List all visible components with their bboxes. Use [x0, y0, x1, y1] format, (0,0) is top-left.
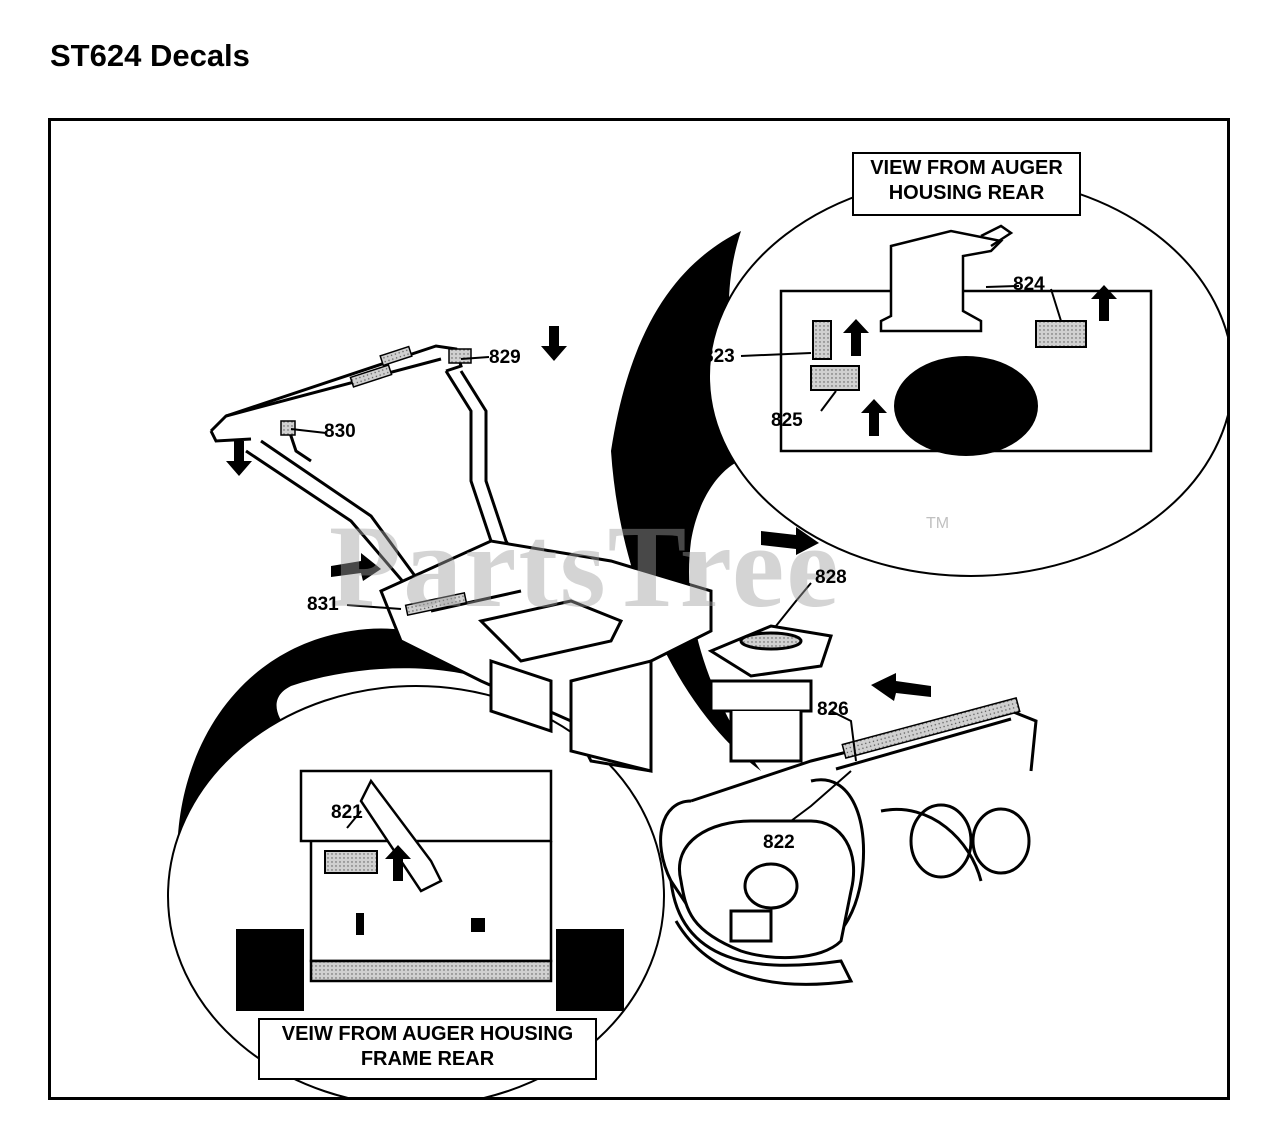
detail-lower-content — [299, 769, 553, 983]
view-label-auger-housing-rear: VIEW FROM AUGER HOUSING REAR — [852, 152, 1081, 216]
main-arrows — [226, 326, 931, 701]
watermark: PartsTree — [329, 501, 841, 632]
callout-821[interactable]: 821 — [331, 802, 363, 823]
diagram-frame: PartsTree TM VIEW FROM AUGER HOUSING REA… — [48, 118, 1230, 1100]
detail-upper-decals — [810, 320, 1087, 391]
callout-823[interactable]: 823 — [703, 346, 735, 367]
callout-826[interactable]: 826 — [817, 699, 849, 720]
magnifier-swoosh-right — [611, 231, 781, 771]
callout-830[interactable]: 830 — [324, 421, 356, 442]
magnifier-swoosh-left — [177, 628, 492, 901]
callout-829[interactable]: 829 — [489, 347, 521, 368]
detail-upper-leaders — [740, 285, 1062, 412]
discharge-chute — [707, 624, 833, 763]
view-label-auger-housing-frame-rear: VEIW FROM AUGER HOUSING FRAME REAR — [258, 1018, 597, 1080]
watermark-trademark: TM — [926, 515, 950, 532]
page-title: ST624 Decals — [50, 38, 250, 73]
callout-828[interactable]: 828 — [815, 567, 847, 588]
wheel-left — [236, 929, 304, 1011]
snowblower-decal-diagram — [167, 175, 1227, 1097]
callout-824[interactable]: 824 — [1013, 274, 1045, 295]
callout-825[interactable]: 825 — [771, 410, 803, 431]
callout-822[interactable]: 822 — [763, 832, 795, 853]
callout-831[interactable]: 831 — [307, 594, 339, 615]
main-leaders — [290, 356, 857, 822]
detail-upper-arrows — [843, 285, 1117, 436]
detail-lower-arrow — [385, 845, 411, 881]
wheel-right — [556, 929, 624, 1011]
auger-opening — [894, 356, 1038, 456]
